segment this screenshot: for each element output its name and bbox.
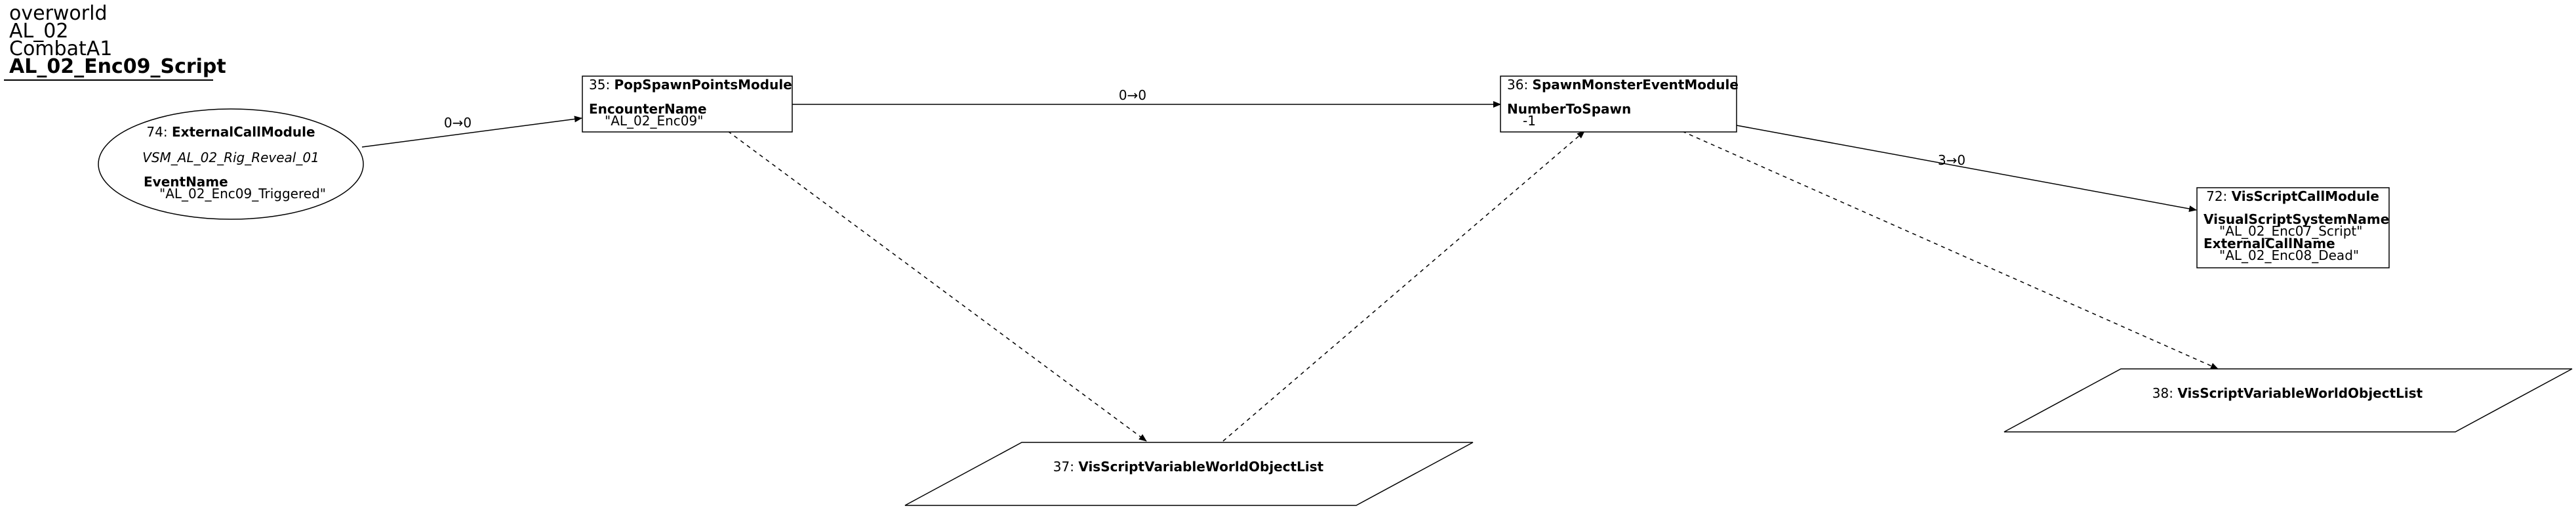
edges — [361, 101, 2219, 442]
edge-36-38-dashed — [1681, 131, 2219, 370]
node-36-spawn-monster-event-module[interactable]: 36: SpawnMonsterEventModule NumberToSpaw… — [1500, 75, 1739, 133]
node-35-pop-spawn-points-module[interactable]: 35: PopSpawnPointsModule EncounterName "… — [582, 75, 793, 133]
node-74-prop-value: "AL_02_Enc09_Triggered" — [159, 186, 326, 202]
node-72-prop1-name: VisualScriptSystemName — [2204, 211, 2389, 227]
node-35-prop-value: "AL_02_Enc09" — [605, 113, 703, 129]
node-74-prop-name: EventName — [144, 174, 228, 190]
node-74-title: 74: ExternalCallModule — [146, 124, 315, 140]
node-72-prop2-name: ExternalCallName — [2204, 236, 2335, 251]
node-74-subtitle: VSM_AL_02_Rig_Reveal_01 — [142, 150, 319, 165]
edge-74-35 — [361, 116, 582, 148]
header-line-3: CombatA1 — [9, 37, 113, 60]
edge-label-74-35: 0→0 — [444, 115, 472, 131]
node-72-shape — [2196, 187, 2390, 268]
node-35-shape — [582, 75, 793, 133]
node-37-shape — [904, 442, 1474, 506]
edge-36-72 — [1736, 125, 2197, 212]
header-line-2: AL_02 — [9, 20, 69, 43]
node-37-title: 37: VisScriptVariableWorldObjectList — [1053, 459, 1324, 475]
node-72-prop1-value: "AL_02_Enc07_Script" — [2219, 223, 2362, 239]
edge-35-37-dashed — [727, 131, 1147, 442]
title-underline — [4, 79, 213, 81]
node-72-vis-script-call-module[interactable]: 72: VisScriptCallModule VisualScriptSyst… — [2196, 187, 2390, 268]
node-38-title: 38: VisScriptVariableWorldObjectList — [2152, 385, 2423, 401]
edge-37-36-dashed — [1222, 131, 1585, 442]
script-title: AL_02_Enc09_Script — [9, 55, 226, 78]
node-36-title: 36: SpawnMonsterEventModule — [1507, 77, 1739, 93]
node-38-world-object-list[interactable]: 38: VisScriptVariableWorldObjectList — [2003, 368, 2573, 433]
node-35-prop-name: EncounterName — [589, 101, 707, 117]
edge-label-36-72: 3→0 — [1938, 152, 1965, 168]
node-36-prop-value: -1 — [1523, 113, 1536, 129]
node-72-prop2-value: "AL_02_Enc08_Dead" — [2219, 247, 2359, 263]
header-line-1: overworld — [9, 2, 108, 25]
node-74-shape — [98, 108, 364, 220]
node-36-prop-name: NumberToSpawn — [1507, 101, 1631, 117]
node-37-world-object-list[interactable]: 37: VisScriptVariableWorldObjectList — [904, 442, 1474, 506]
node-35-title: 35: PopSpawnPointsModule — [589, 77, 792, 93]
node-38-shape — [2003, 368, 2573, 433]
node-36-shape — [1500, 75, 1737, 133]
node-74-external-call-module[interactable]: 74: ExternalCallModule VSM_AL_02_Rig_Rev… — [98, 108, 364, 220]
node-72-title: 72: VisScriptCallModule — [2206, 188, 2379, 204]
edge-label-35-36: 0→0 — [1119, 87, 1146, 103]
